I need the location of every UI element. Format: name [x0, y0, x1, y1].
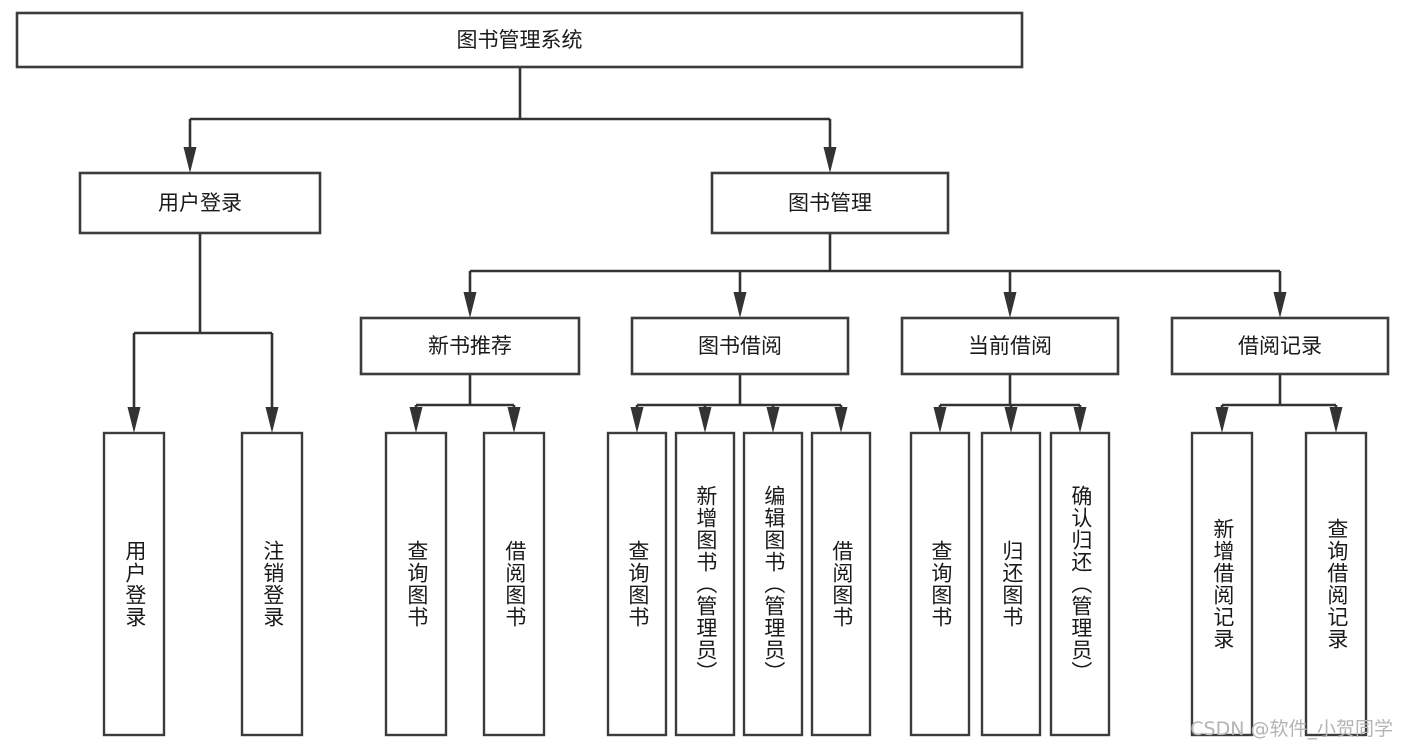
leaf-edit-book-admin-box[interactable] [742, 431, 804, 737]
node-user-login-box[interactable] [78, 171, 322, 235]
edge-borrow-to-leaves-arrow-0 [630, 407, 644, 433]
box-layer [15, 11, 1390, 737]
edge-root-to-level1-arrow-1 [823, 147, 837, 173]
node-borrow-record-label: 借阅记录 [1238, 334, 1322, 358]
edge-bookmgmt-to-level2-arrow-3 [1273, 292, 1287, 318]
edge-borrow-to-leaves [630, 374, 848, 433]
leaf-query-borrow-record-box[interactable] [1304, 431, 1368, 737]
edge-root-to-level1 [183, 67, 837, 173]
edge-recommend-to-leaves-arrow-0 [409, 407, 423, 433]
leaf-add-book-admin-box[interactable] [674, 431, 736, 737]
node-user-login-label: 用户登录 [158, 191, 242, 215]
edge-root-to-level1-arrow-0 [183, 147, 197, 173]
edge-record-to-leaves-arrow-1 [1329, 407, 1343, 433]
leaf-user-login-box[interactable] [102, 431, 166, 737]
leaf-query-book-borrow-box[interactable] [606, 431, 668, 737]
edge-userlogin-to-leaves-arrow-0 [127, 407, 141, 433]
edge-bookmgmt-to-level2 [463, 233, 1287, 318]
edge-bookmgmt-to-level2-arrow-2 [1003, 292, 1017, 318]
node-book-management-label: 图书管理 [788, 191, 872, 215]
node-new-book-recommend-label: 新书推荐 [428, 334, 512, 358]
edge-userlogin-to-leaves [127, 233, 279, 433]
edge-current-to-leaves [933, 374, 1087, 433]
node-borrow-record-box[interactable] [1170, 316, 1390, 376]
edge-recommend-to-leaves [409, 374, 521, 433]
leaf-query-book-recommend-box[interactable] [384, 431, 448, 737]
node-root-box[interactable] [15, 11, 1024, 69]
leaf-add-borrow-record-box[interactable] [1190, 431, 1254, 737]
edge-userlogin-to-leaves-arrow-1 [265, 407, 279, 433]
leaf-borrow-book-box[interactable] [810, 431, 872, 737]
leaf-logout-box[interactable] [240, 431, 304, 737]
edge-borrow-to-leaves-arrow-1 [698, 407, 712, 433]
node-root-label: 图书管理系统 [457, 28, 583, 52]
edge-borrow-to-leaves-arrow-2 [766, 407, 780, 433]
edge-current-to-leaves-arrow-2 [1073, 407, 1087, 433]
edge-recommend-to-leaves-arrow-1 [507, 407, 521, 433]
node-book-management-box[interactable] [710, 171, 950, 235]
leaf-query-book-current-box[interactable] [909, 431, 971, 737]
edge-bookmgmt-to-level2-arrow-1 [733, 292, 747, 318]
node-current-borrow-box[interactable] [900, 316, 1120, 376]
edge-current-to-leaves-arrow-0 [933, 407, 947, 433]
edge-bookmgmt-to-level2-arrow-0 [463, 292, 477, 318]
edge-borrow-to-leaves-arrow-3 [834, 407, 848, 433]
watermark-text: CSDN @软件_小贺同学 [1190, 718, 1393, 740]
leaf-confirm-return-admin-box[interactable] [1049, 431, 1111, 737]
node-current-borrow-label: 当前借阅 [968, 334, 1052, 358]
node-book-borrow-label: 图书借阅 [698, 334, 782, 358]
node-new-book-recommend-box[interactable] [359, 316, 581, 376]
edge-record-to-leaves [1215, 374, 1343, 433]
edge-record-to-leaves-arrow-0 [1215, 407, 1229, 433]
leaf-borrow-book-recommend-box[interactable] [482, 431, 546, 737]
node-book-borrow-box[interactable] [630, 316, 850, 376]
leaf-return-book-box[interactable] [980, 431, 1042, 737]
connector-layer [127, 67, 1343, 433]
edge-current-to-leaves-arrow-1 [1004, 407, 1018, 433]
